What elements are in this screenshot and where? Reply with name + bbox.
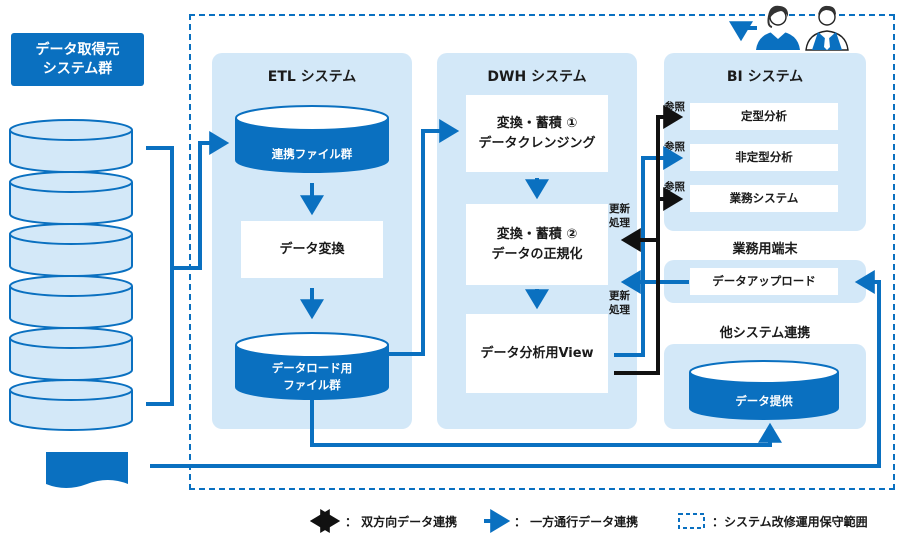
source-to-etl-bracket xyxy=(146,146,174,406)
source-document-icon xyxy=(46,452,128,488)
legend-oneway-text: ： 一方通行データ連携 xyxy=(514,515,639,529)
dwh-title: DWH システム xyxy=(487,69,587,85)
document-to-terminal-arrow xyxy=(150,270,881,468)
source-db-3 xyxy=(9,223,133,277)
bi-title: BI システム xyxy=(726,69,804,85)
legend-scope-icon xyxy=(678,513,705,529)
data-provide-label: データ提供 xyxy=(735,394,793,408)
dwh-view-box: データ分析用View xyxy=(466,314,608,393)
load-file-group-label: データロード用ファイル群 xyxy=(271,361,353,392)
person-female-icon xyxy=(756,5,800,50)
view-to-bi-bidirectional xyxy=(614,105,684,375)
source-db-1 xyxy=(9,119,133,173)
update-label-1: 更新処理 xyxy=(609,203,630,229)
source-database-stack xyxy=(9,119,133,431)
etl-title: ETL システム xyxy=(267,69,357,85)
bi-item-business-system: 業務システム xyxy=(690,185,838,212)
etl-to-dwh-arrow xyxy=(389,119,460,356)
person-male-icon xyxy=(805,5,849,51)
load-to-provide-arrow xyxy=(310,400,782,447)
data-provide-cylinder xyxy=(689,360,839,420)
legend-bidirectional-text: ： 双方向データ連携 xyxy=(345,515,458,529)
bi-item-fixed-analysis: 定型分析 xyxy=(690,103,838,130)
load-file-group-cylinder xyxy=(235,332,389,400)
file-group-cylinder xyxy=(235,105,389,173)
maintenance-scope-border xyxy=(189,14,895,490)
source-to-etl-arrow xyxy=(172,131,230,270)
file-group-label: 連携ファイル群 xyxy=(271,147,353,161)
source-systems-label: データ取得元システム群 xyxy=(11,33,144,86)
data-upload-box: データアップロード xyxy=(690,268,838,295)
source-db-5 xyxy=(9,327,133,381)
legend-scope-text: ：システム改修運用保守範囲 xyxy=(712,515,868,529)
source-db-2 xyxy=(9,171,133,225)
data-transform-box: データ変換 xyxy=(241,221,383,278)
terminal-title: 業務用端末 xyxy=(732,242,798,257)
source-db-4 xyxy=(9,275,133,329)
view-to-adhoc-arrow xyxy=(614,146,684,357)
other-system-title: 他システム連携 xyxy=(719,326,811,341)
person-to-bi-arrow xyxy=(729,21,757,42)
bi-item-adhoc-analysis: 非定型分析 xyxy=(690,144,838,171)
source-db-6 xyxy=(9,379,133,431)
